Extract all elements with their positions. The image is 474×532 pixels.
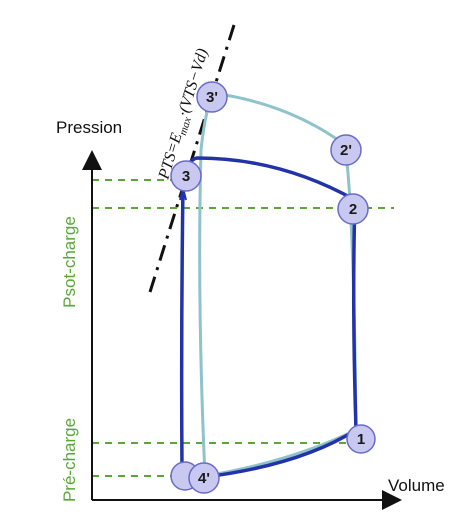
point-1-marker [346,424,376,454]
point-3-group: 3 [170,160,202,192]
point-3-label: 3 [182,168,190,185]
point-4-prime-marker [188,462,220,494]
point-2-prime-label: 2' [340,142,352,159]
y-axis-label: Pression [56,118,122,137]
afterload-label: Psot-charge [60,216,79,308]
point-4-prime-label: 4' [198,470,210,487]
preload-label: Pré-charge [60,418,79,502]
point-1-label: 1 [357,431,365,448]
point-1-group: 1 [346,424,376,454]
point-2-prime-marker [330,134,362,166]
point-2-label: 2 [349,201,357,218]
x-axis-label: Volume [388,476,445,495]
point-3-prime-label: 3' [206,89,218,106]
point-4-prime-group: 4' [188,462,220,494]
point-2-marker [337,193,369,225]
point-3-marker [170,160,202,192]
pv-loop-dark [179,156,358,479]
point-3-prime-marker [196,81,228,113]
point-2-group: 2 [337,193,369,225]
point-3-prime-group: 3' [196,81,228,113]
point-2-prime-group: 2' [330,134,362,166]
